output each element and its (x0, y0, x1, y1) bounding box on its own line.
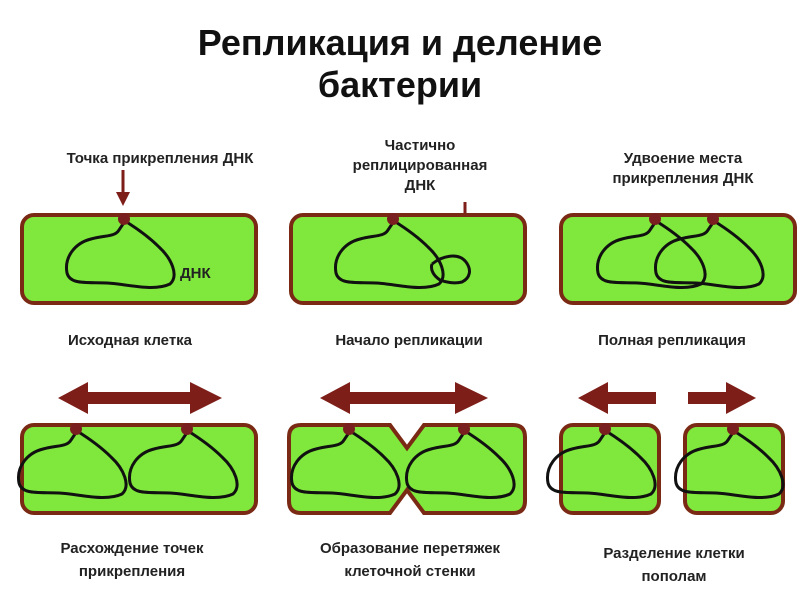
constriction-arrow (320, 382, 488, 414)
partial-replication-callout-line-3: ДНК (405, 177, 437, 194)
attachment-dot (599, 423, 611, 435)
title-line-1: Репликация и деление (197, 22, 603, 63)
attachment-dot (727, 423, 739, 435)
attachment-doubling-callout-line-2: прикрепления ДНК (612, 170, 754, 187)
partial-replication-callout-line-1: Частично (385, 137, 456, 154)
attachment-point-callout: Точка прикрепления ДНК (67, 150, 255, 167)
constriction-cell (287, 423, 527, 515)
attachment-dot (343, 423, 355, 435)
title-line-2: бактерии (317, 64, 483, 105)
attachment-dot (649, 213, 661, 225)
stage-label-separation-line-1: Разделение клетки (603, 545, 744, 562)
replicated-dna-fragment (430, 254, 471, 285)
separation-arrow-left (578, 382, 656, 414)
partial-replication-callout-line-2: реплицированная (353, 157, 488, 174)
full-replication-cell (559, 213, 797, 305)
separation-arrow-right (688, 382, 756, 414)
attachment-point-arrow (116, 170, 130, 206)
stage-label-divergence-line-2: прикрепления (79, 563, 185, 580)
attachment-dot (181, 423, 193, 435)
daughter-cell-right (674, 423, 785, 515)
attachment-dot (707, 213, 719, 225)
attachment-dot (118, 213, 130, 225)
stage-label-full-replication: Полная репликация (598, 332, 746, 349)
attachment-dot (70, 423, 82, 435)
replication-start-cell (289, 213, 527, 305)
stage-label-constriction-line-1: Образование перетяжек (320, 540, 501, 557)
attachment-dot (387, 213, 399, 225)
stage-label-constriction-line-2: клеточной стенки (344, 563, 475, 580)
stage-label-initial-cell: Исходная клетка (68, 332, 193, 349)
page-title: Репликация и деление бактерии (0, 22, 800, 106)
daughter-cell-left (546, 423, 661, 515)
divergence-arrow (58, 382, 222, 414)
initial-cell: ДНК (20, 213, 258, 305)
attachment-doubling-callout-line-1: Удвоение места (624, 150, 743, 167)
divergence-cell (17, 423, 258, 515)
dna-label: ДНК (180, 265, 212, 282)
stage-label-replication-start: Начало репликации (335, 332, 482, 349)
stage-label-separation-line-2: пополам (641, 568, 706, 585)
attachment-dot (458, 423, 470, 435)
stage-label-divergence-line-1: Расхождение точек (60, 540, 204, 557)
